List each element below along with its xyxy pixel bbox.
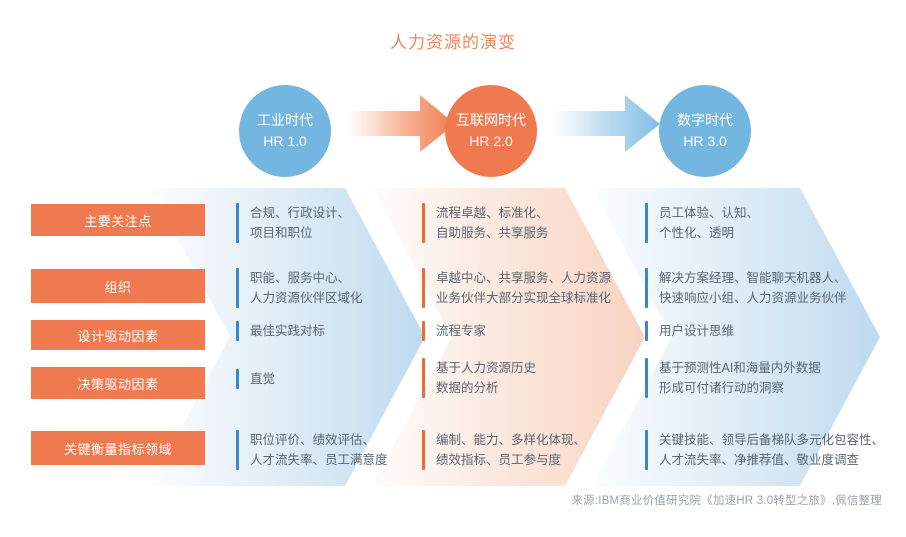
cell-hr1-decision-drivers: 直觉: [236, 369, 416, 389]
stage-era-label: 数字时代: [677, 112, 733, 128]
accent-bar-icon: [645, 321, 648, 341]
page-title: 人力资源的演变: [390, 33, 516, 52]
accent-bar-icon: [422, 430, 425, 470]
pin-tip: [686, 147, 724, 183]
cell-hr3-decision-drivers: 基于预测性AI和海量内外数据 形成可付诸行动的洞察: [645, 358, 880, 398]
stage-pin-hr2[interactable]: 互联网时代 HR 2.0: [445, 85, 537, 183]
cell-hr2-organization: 卓越中心、共享服务、人力资源 业务伙伴大部分实现全球标准化: [422, 268, 647, 308]
accent-bar-icon: [236, 268, 239, 308]
cell-hr2-key-metrics: 编制、能力、多样化体现、 绩效指标、员工参与度: [422, 430, 627, 470]
accent-bar-icon: [422, 268, 425, 308]
cell-hr2-decision-drivers: 基于人力资源历史 数据的分析: [422, 358, 622, 398]
accent-bar-icon: [645, 203, 648, 243]
stage-era-label: 互联网时代: [456, 112, 526, 128]
pin-tip: [266, 147, 304, 183]
accent-bar-icon: [236, 430, 239, 470]
accent-bar-icon: [645, 358, 648, 398]
accent-bar-icon: [236, 203, 239, 243]
arrow-2-to-3: [553, 95, 660, 152]
row-label-main-focus[interactable]: 主要关注点: [31, 204, 205, 236]
cell-text: 职位评价、绩效评估、 人才流失率、员工满意度: [250, 433, 388, 467]
accent-bar-icon: [422, 358, 425, 398]
cell-hr1-key-metrics: 职位评价、绩效评估、 人才流失率、员工满意度: [236, 430, 426, 470]
cell-hr1-main-focus: 合规、行政设计、 项目和职位: [236, 203, 416, 243]
cell-text: 合规、行政设计、 项目和职位: [250, 206, 351, 240]
cell-text: 流程专家: [436, 324, 487, 338]
accent-bar-icon: [422, 321, 425, 341]
cell-text: 最佳实践对标: [250, 324, 326, 338]
cell-text: 用户设计思维: [659, 324, 735, 338]
cell-hr3-key-metrics: 关键技能、领导后备梯队多元化包容性、 人才流失率、净推荐值、敬业度调查: [645, 430, 900, 470]
cell-hr1-organization: 职能、服务中心、 人力资源伙伴区域化: [236, 268, 421, 308]
row-label-organization[interactable]: 组织: [31, 269, 205, 303]
cell-text: 基于人力资源历史 数据的分析: [436, 361, 537, 395]
stage-pin-hr1[interactable]: 工业时代 HR 1.0: [239, 85, 331, 183]
cell-text: 关键技能、领导后备梯队多元化包容性、 人才流失率、净推荐值、敬业度调查: [659, 433, 885, 467]
row-label-design-drivers[interactable]: 设计驱动因素: [31, 320, 205, 350]
cell-text: 编制、能力、多样化体现、 绩效指标、员工参与度: [436, 433, 587, 467]
accent-bar-icon: [645, 430, 648, 470]
accent-bar-icon: [645, 268, 648, 308]
cell-hr3-main-focus: 员工体验、认知、 个性化、透明: [645, 203, 875, 243]
cell-hr3-organization: 解决方案经理、智能聊天机器人、 快速响应小组、人力资源业务伙伴: [645, 268, 890, 308]
cell-hr2-main-focus: 流程卓越、标准化、 自助服务、共享服务: [422, 203, 622, 243]
cell-hr2-design-drivers: 流程专家: [422, 321, 622, 341]
stage-version-label: HR 2.0: [469, 133, 513, 149]
accent-bar-icon: [422, 203, 425, 243]
cell-text: 员工体验、认知、 个性化、透明: [659, 206, 760, 240]
stage-version-label: HR 3.0: [683, 133, 727, 149]
accent-bar-icon: [236, 369, 239, 389]
cell-text: 卓越中心、共享服务、人力资源 业务伙伴大部分实现全球标准化: [436, 271, 612, 305]
stage-version-label: HR 1.0: [263, 133, 307, 149]
arrow-1-to-2: [348, 95, 455, 152]
cell-text: 直觉: [250, 372, 276, 386]
row-label-key-metrics[interactable]: 关键衡量指标领域: [31, 431, 205, 465]
cell-text: 基于预测性AI和海量内外数据 形成可付诸行动的洞察: [659, 361, 821, 395]
cell-text: 流程卓越、标准化、 自助服务、共享服务: [436, 206, 549, 240]
source-note: 来源:IBM商业价值研究院《加速HR 3.0转型之旅》,佩信整理: [571, 495, 882, 507]
cell-text: 解决方案经理、智能聊天机器人、 快速响应小组、人力资源业务伙伴: [659, 271, 847, 305]
cell-hr1-design-drivers: 最佳实践对标: [236, 321, 416, 341]
row-label-decision-drivers[interactable]: 决策驱动因素: [31, 367, 205, 399]
pin-tip: [472, 147, 510, 183]
accent-bar-icon: [236, 321, 239, 341]
stage-era-label: 工业时代: [257, 112, 313, 128]
cell-text: 职能、服务中心、 人力资源伙伴区域化: [250, 271, 363, 305]
stage-pin-hr3[interactable]: 数字时代 HR 3.0: [659, 85, 751, 183]
cell-hr3-design-drivers: 用户设计思维: [645, 321, 875, 341]
